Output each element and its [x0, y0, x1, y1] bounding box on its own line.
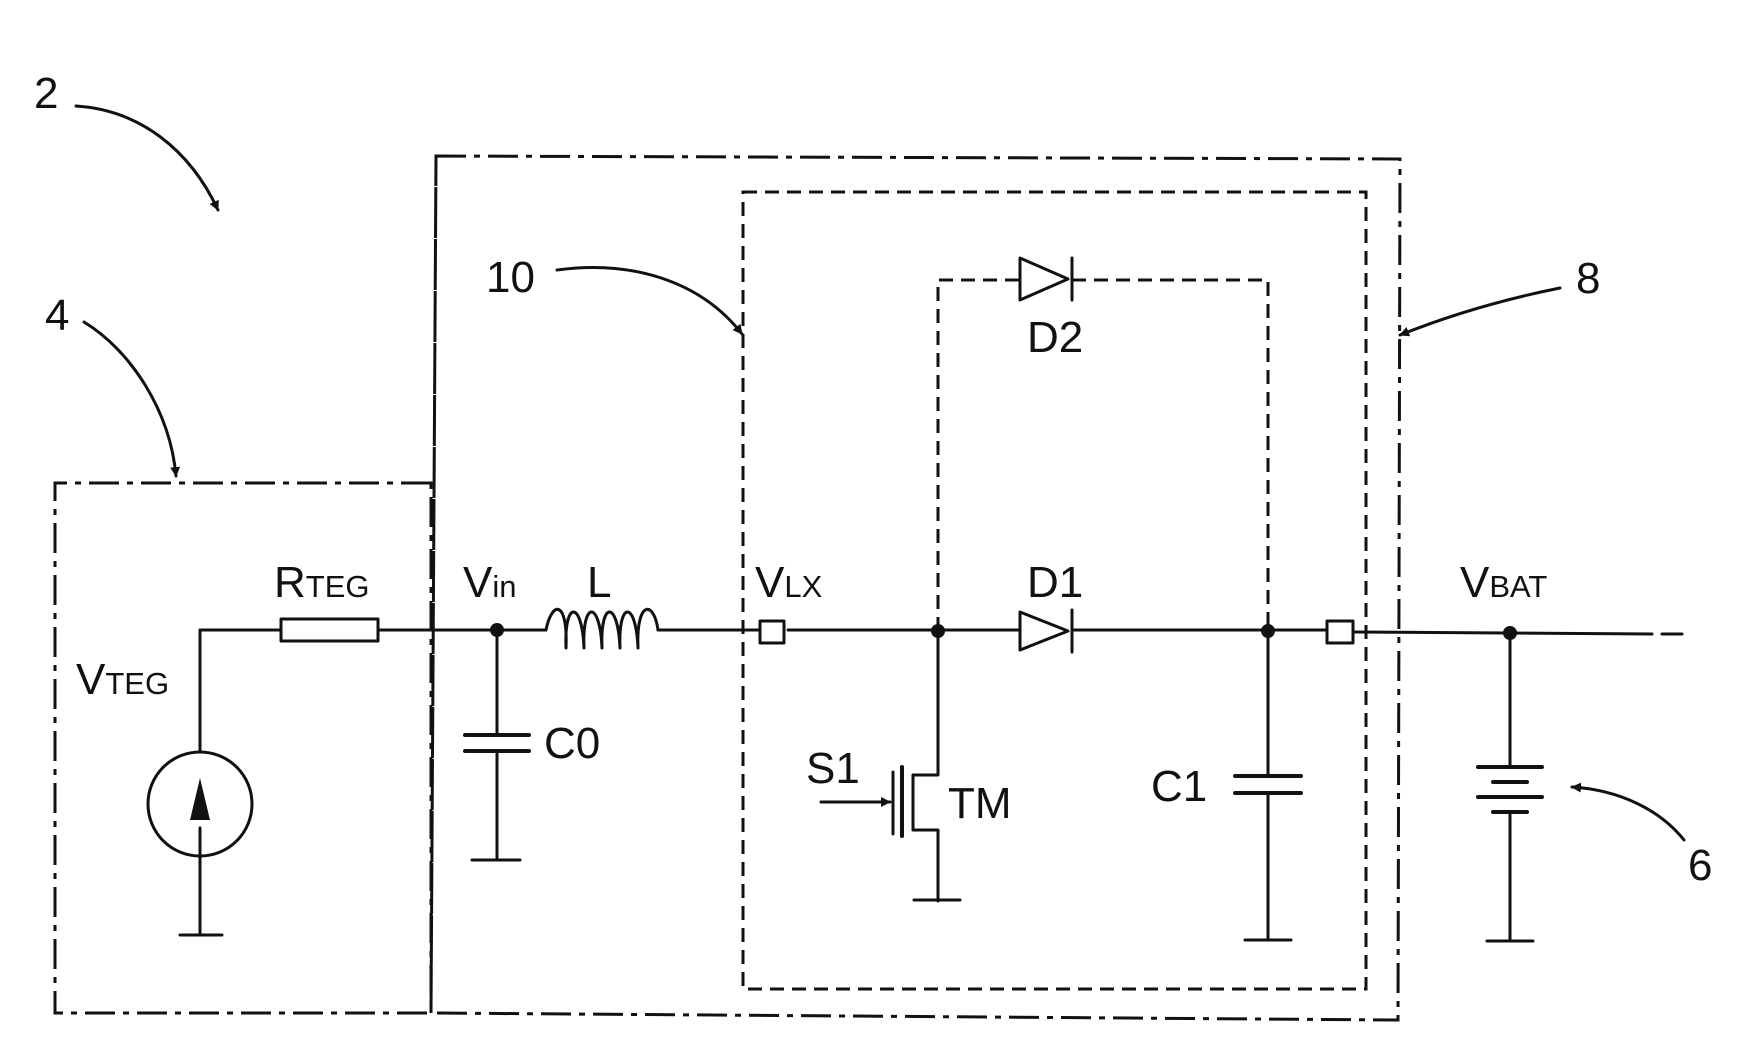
label-d1: D1 — [1027, 558, 1083, 607]
ref-6: 6 — [1572, 787, 1712, 890]
teg-module-boundary — [55, 483, 431, 1013]
ref-4: 4 — [45, 291, 176, 476]
label-c0: C0 — [544, 719, 600, 768]
label-vin: Vin — [463, 558, 517, 607]
capacitor-c0 — [465, 623, 529, 860]
capacitor-c1 — [1235, 624, 1301, 940]
ref-2: 2 — [34, 69, 218, 210]
converter-module-boundary — [431, 156, 1400, 1020]
label-l: L — [587, 558, 611, 607]
label-vteg: VTEG — [76, 655, 169, 704]
svg-text:6: 6 — [1688, 841, 1712, 890]
label-rteg: RTEG — [274, 558, 370, 607]
label-s1: S1 — [806, 744, 860, 793]
svg-text:2: 2 — [34, 69, 58, 118]
svg-text:4: 4 — [45, 291, 69, 340]
label-vbat: VBAT — [1460, 558, 1547, 607]
ref-10: 10 — [486, 253, 742, 334]
label-vlx: VLX — [755, 558, 823, 607]
pin-vlx — [760, 621, 784, 643]
inductor-l — [546, 609, 658, 648]
label-c1: C1 — [1151, 762, 1207, 811]
svg-text:10: 10 — [486, 253, 535, 302]
battery — [1478, 626, 1542, 941]
label-d2: D2 — [1027, 313, 1083, 362]
pin-vbat — [1327, 621, 1353, 643]
ref-8: 8 — [1400, 254, 1600, 335]
resistor-rteg — [281, 619, 378, 641]
svg-text:8: 8 — [1576, 254, 1600, 303]
label-tm: TM — [948, 779, 1012, 828]
diode-d1 — [1020, 610, 1072, 652]
diode-d2 — [938, 258, 1268, 631]
